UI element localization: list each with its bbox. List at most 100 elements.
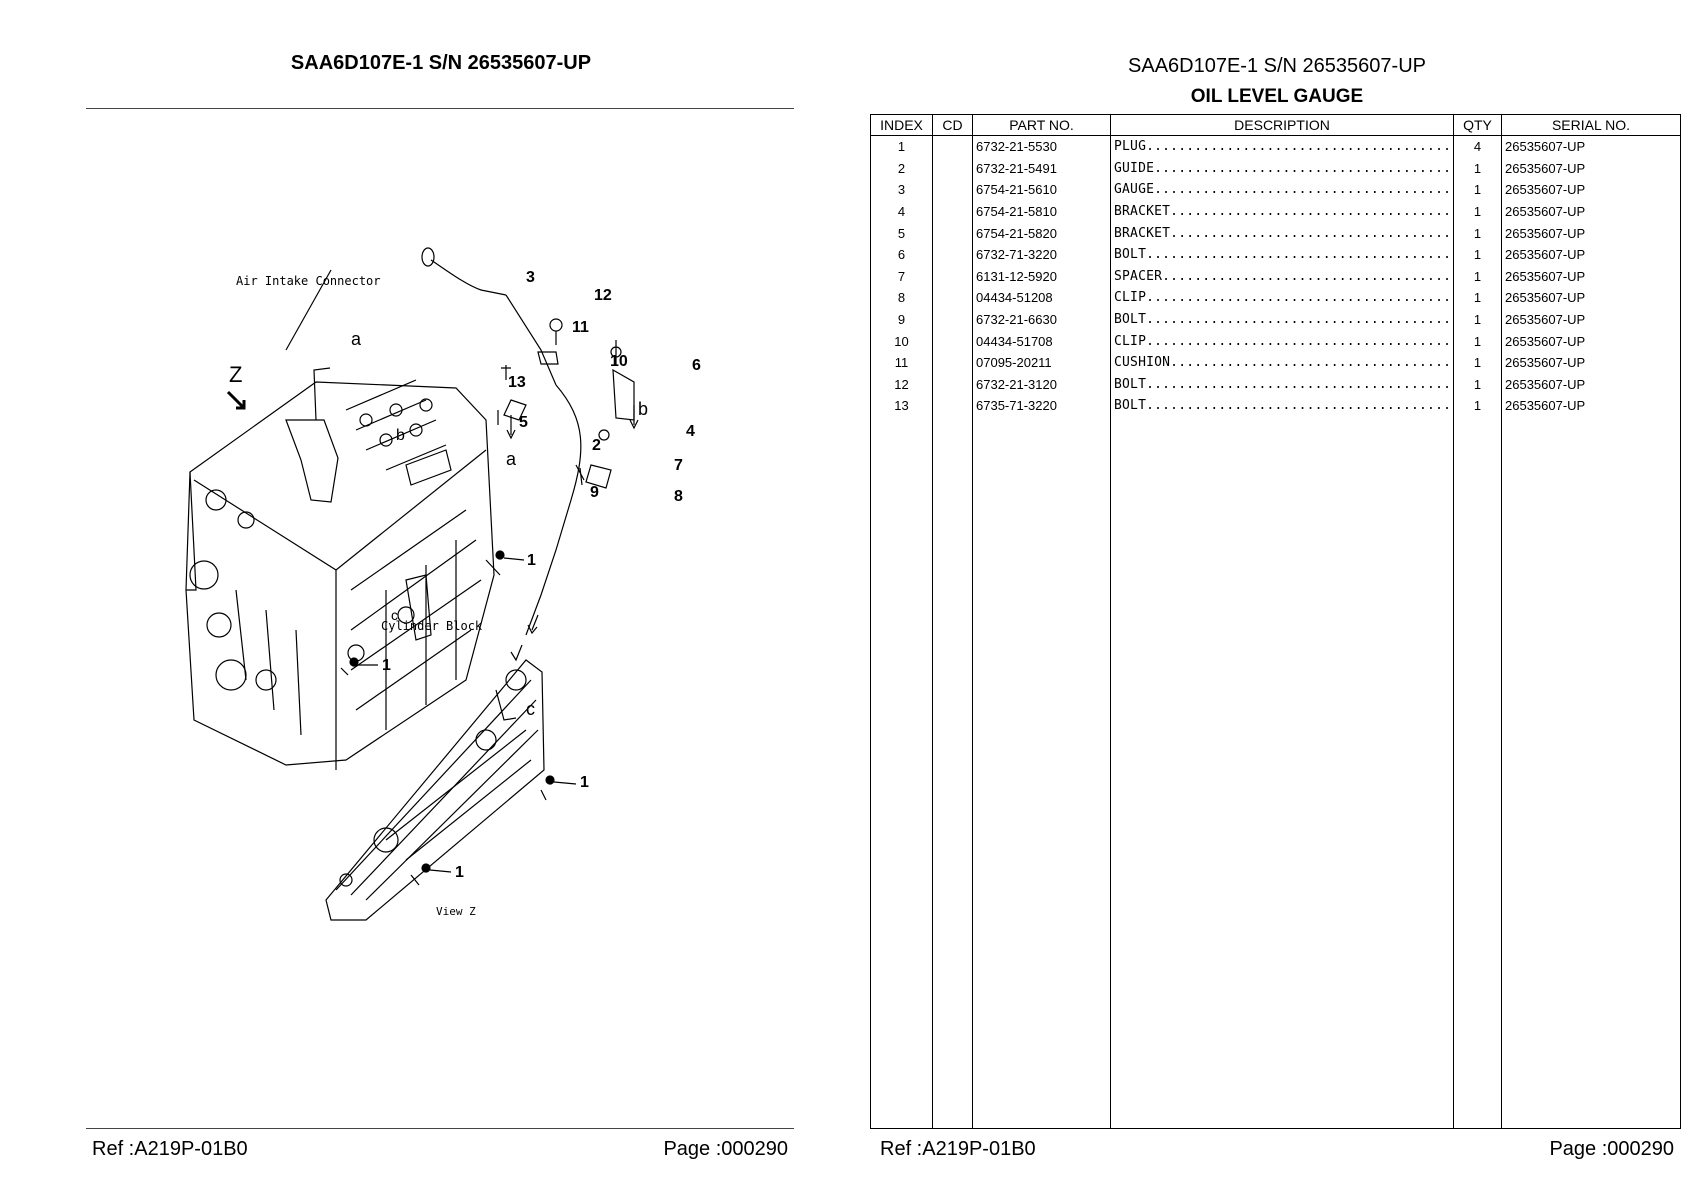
cell-index: 10	[870, 330, 933, 352]
header-qty: QTY	[1453, 114, 1502, 136]
parts-table: INDEX CD PART NO. DESCRIPTION QTY SERIAL…	[870, 114, 1681, 1129]
cell-serial: 26535607-UP	[1501, 308, 1681, 331]
callout-12: 12	[594, 287, 612, 304]
callout-1a: 1	[527, 552, 536, 569]
callout-5: 5	[519, 414, 528, 431]
cell-part-no: 6732-21-3120	[972, 373, 1111, 396]
callout-1d: 1	[455, 864, 464, 881]
air-intake-connector-label: Air Intake Connector	[236, 274, 381, 288]
ref-a-upper: a	[351, 329, 362, 349]
cell-qty: 1	[1453, 200, 1502, 223]
oil-gauge-illustration	[421, 247, 635, 662]
cell-description: PLUG....................................…	[1110, 135, 1454, 158]
cell-index: 6	[870, 243, 933, 266]
view-z-illustration	[325, 659, 545, 921]
callout-3: 3	[526, 269, 535, 286]
header-description: DESCRIPTION	[1110, 114, 1454, 136]
ref-b-lower: b	[638, 399, 648, 419]
cell-part-no: 6732-21-5491	[972, 157, 1111, 180]
empty-cell	[870, 416, 933, 1129]
cell-cd	[932, 222, 973, 244]
callout-11: 11	[572, 319, 589, 336]
cell-index: 9	[870, 308, 933, 331]
cell-cd	[932, 330, 973, 352]
cell-description: BOLT....................................…	[1110, 243, 1454, 266]
cell-cd	[932, 243, 973, 266]
cell-qty: 1	[1453, 330, 1502, 352]
header-serial: SERIAL NO.	[1501, 114, 1681, 136]
cell-index: 2	[870, 157, 933, 180]
ref-c-arrow	[527, 614, 539, 635]
cell-qty: 1	[1453, 351, 1502, 374]
cell-cd	[932, 200, 973, 223]
z-letter: Z	[229, 362, 242, 387]
cell-description: GAUGE...................................…	[1110, 179, 1454, 201]
empty-cell	[932, 416, 973, 1129]
cell-qty: 1	[1453, 395, 1502, 417]
cell-part-no: 6754-21-5820	[972, 222, 1111, 244]
cell-cd	[932, 351, 973, 374]
cell-qty: 1	[1453, 265, 1502, 288]
engine-block-illustration	[185, 367, 495, 770]
cell-index: 5	[870, 222, 933, 244]
empty-cell	[972, 416, 1111, 1129]
cell-index: 7	[870, 265, 933, 288]
cell-cd	[932, 135, 973, 158]
cell-description: BRACKET.................................…	[1110, 200, 1454, 223]
cell-description: CUSHION.................................…	[1110, 351, 1454, 374]
cell-description: BOLT....................................…	[1110, 373, 1454, 396]
empty-cell	[1110, 416, 1454, 1129]
cell-description: GUIDE...................................…	[1110, 157, 1454, 180]
footer-ref: Ref :A219P-01B0	[880, 1138, 1036, 1160]
cell-serial: 26535607-UP	[1501, 200, 1681, 223]
cell-cd	[932, 157, 973, 180]
cell-index: 4	[870, 200, 933, 223]
drawing-page: SAA6D107E-1 S/N 26535607-UP	[0, 0, 830, 1190]
cell-index: 8	[870, 287, 933, 309]
cell-serial: 26535607-UP	[1501, 135, 1681, 158]
callout-1b: 1	[382, 657, 391, 674]
exploded-view-drawing: Air Intake Connector Cylinder Block View…	[185, 247, 701, 921]
cell-description: CLIP....................................…	[1110, 330, 1454, 352]
cell-serial: 26535607-UP	[1501, 265, 1681, 288]
parts-list-page: SAA6D107E-1 S/N 26535607-UP OIL LEVEL GA…	[870, 0, 1684, 1190]
footer-divider	[86, 1128, 794, 1129]
cell-cd	[932, 287, 973, 309]
cell-part-no: 6732-21-6630	[972, 308, 1111, 331]
cell-part-no: 6732-21-5530	[972, 135, 1111, 158]
footer-ref: Ref :A219P-01B0	[92, 1138, 248, 1160]
cell-index: 3	[870, 179, 933, 201]
air-intake-leader	[285, 269, 332, 351]
section-title: OIL LEVEL GAUGE	[1190, 86, 1364, 107]
cell-index: 1	[870, 135, 933, 158]
cell-cd	[932, 179, 973, 201]
empty-cell	[1501, 416, 1681, 1129]
cell-description: SPACER..................................…	[1110, 265, 1454, 288]
ref-a-lower: a	[506, 449, 517, 469]
cell-part-no: 04434-51708	[972, 330, 1111, 352]
callout-1c: 1	[580, 774, 589, 791]
cell-qty: 1	[1453, 179, 1502, 201]
cell-description: BRACKET.................................…	[1110, 222, 1454, 244]
cell-part-no: 04434-51208	[972, 287, 1111, 309]
table-header-row: INDEX CD PART NO. DESCRIPTION QTY SERIAL…	[870, 114, 1681, 136]
title-divider	[86, 108, 794, 109]
empty-cell	[1453, 416, 1502, 1129]
cell-serial: 26535607-UP	[1501, 330, 1681, 352]
cell-serial: 26535607-UP	[1501, 243, 1681, 266]
header-index: INDEX	[870, 114, 933, 136]
cell-part-no: 6735-71-3220	[972, 395, 1111, 417]
cell-index: 13	[870, 395, 933, 417]
cell-serial: 26535607-UP	[1501, 373, 1681, 396]
cell-qty: 1	[1453, 287, 1502, 309]
ref-c-upper: c	[391, 607, 398, 623]
cell-serial: 26535607-UP	[1501, 287, 1681, 309]
